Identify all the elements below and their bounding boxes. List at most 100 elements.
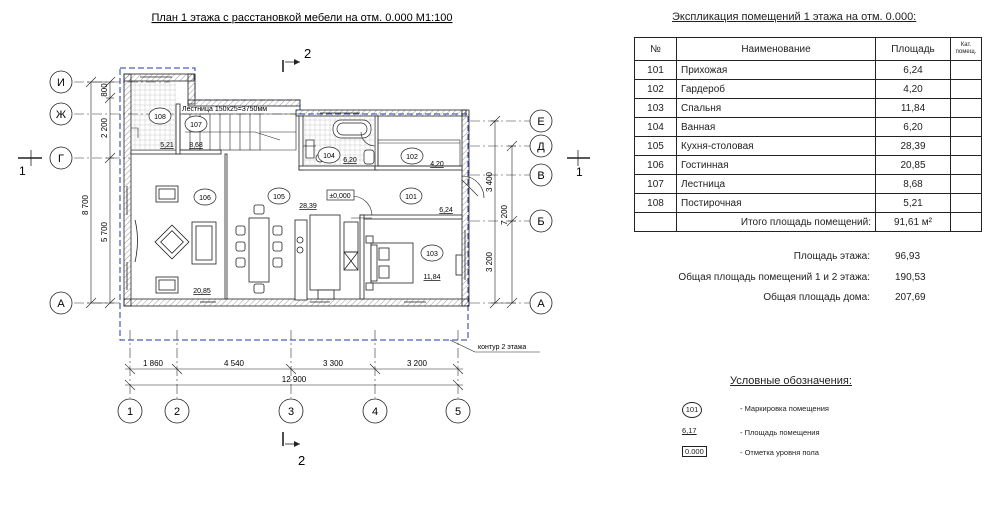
cell-area: 6,20 (875, 117, 951, 137)
section-mark-left: 1 (18, 150, 42, 178)
room-area-107: 8,68 (189, 142, 203, 149)
explication-title: Экспликация помещений 1 этажа на отм. 0.… (672, 11, 917, 23)
table-row: 101 Прихожая 6,24 (634, 60, 982, 80)
svg-text:Б: Б (537, 216, 544, 228)
section-mark-top: 2 (282, 46, 311, 72)
room-mark-105 (267, 187, 291, 205)
svg-text:107: 107 (190, 122, 202, 129)
section-mark-bottom: 2 (282, 432, 305, 468)
stair-label: Лестница 150х25=3750мм (182, 106, 267, 113)
cell-no: 106 (634, 155, 677, 175)
axis-bubbles-bottom: 1 2 3 4 5 (117, 398, 471, 424)
cell-cat (950, 174, 982, 194)
cell-no (634, 212, 677, 232)
cell-area: 20,85 (875, 155, 951, 175)
svg-text:А: А (537, 298, 545, 310)
svg-text:А: А (57, 298, 65, 310)
right-panel: Экспликация помещений 1 этажа на отм. 0.… (620, 0, 1000, 506)
cell-no: 107 (634, 174, 677, 194)
legend-item-room-area: 6,17 - Площадь помещения (682, 426, 820, 437)
svg-text:1 860: 1 860 (143, 359, 164, 368)
room-marks: 108 5,21 107 8,68 104 6,20 102 4,20 106 … (148, 107, 453, 295)
table-row: 104 Ванная 6,20 (634, 117, 982, 137)
floor-plan-drawing: План 1 этажа с расстановкой мебели на от… (18, 12, 590, 468)
table-row: 105 Кухня-столовая 28,39 (634, 136, 982, 156)
total-label: Итого площадь помещений: (676, 212, 876, 232)
cell-area: 28,39 (875, 136, 951, 156)
cell-cat (950, 212, 982, 232)
cell-area: 6,24 (875, 60, 951, 80)
room-area-101: 6,24 (439, 207, 453, 214)
floor-level-mark: ±0,000 (326, 189, 355, 201)
cell-name: Постирочная (676, 193, 876, 213)
svg-text:2: 2 (174, 406, 180, 418)
svg-text:Г: Г (58, 153, 64, 165)
cell-no: 101 (634, 60, 677, 80)
cell-cat (950, 193, 982, 213)
exterior-walls (123, 73, 470, 307)
interior-walls (130, 103, 463, 300)
cell-name: Спальня (676, 98, 876, 118)
svg-text:Е: Е (537, 116, 544, 128)
cell-area: 4,20 (875, 79, 951, 99)
svg-text:12 900: 12 900 (282, 375, 307, 384)
svg-text:102: 102 (406, 154, 418, 161)
cell-name: Лестница (676, 174, 876, 194)
svg-text:±0,000: ±0,000 (329, 193, 350, 200)
stair (179, 113, 297, 151)
room-area-106: 20,85 (193, 288, 211, 295)
table-row: 106 Гостинная 20,85 (634, 155, 982, 175)
cell-cat (950, 136, 982, 156)
room-mark-103 (420, 244, 444, 262)
legend-title: Условные обозначения: (730, 375, 852, 387)
room-area-104: 6,20 (343, 157, 357, 164)
room-area-108: 5,21 (160, 142, 174, 149)
cell-name: Гардероб (676, 79, 876, 99)
cell-name: Прихожая (676, 60, 876, 80)
table-row: 108 Постирочная 5,21 (634, 193, 982, 213)
cell-no: 105 (634, 136, 677, 156)
cell-cat (950, 117, 982, 137)
table-row: 102 Гардероб 4,20 (634, 79, 982, 99)
room-area-102: 4,20 (430, 161, 444, 168)
cell-no: 108 (634, 193, 677, 213)
svg-text:1: 1 (576, 165, 583, 179)
cell-name: Ванная (676, 117, 876, 137)
table-row: 107 Лестница 8,68 (634, 174, 982, 194)
svg-text:2 200: 2 200 (100, 117, 109, 138)
bathroom-fixtures (305, 119, 375, 165)
header-no: № (634, 37, 677, 61)
plan-title: План 1 этажа с расстановкой мебели на от… (151, 12, 452, 24)
cell-cat (950, 98, 982, 118)
svg-text:И: И (57, 77, 65, 89)
room-area-103: 11,84 (424, 274, 441, 281)
section-mark-right: 1 (567, 150, 590, 179)
contour-label: контур 2 этажа (478, 344, 526, 351)
header-cat: Кат. помещ. (950, 37, 982, 61)
svg-text:7 200: 7 200 (500, 204, 509, 225)
svg-text:5 700: 5 700 (100, 221, 109, 242)
svg-text:800: 800 (100, 83, 109, 97)
svg-text:3: 3 (288, 406, 294, 418)
windows (126, 76, 466, 303)
header-name: Наименование (676, 37, 876, 61)
svg-text:В: В (537, 170, 544, 182)
bedroom-furniture (365, 235, 463, 291)
svg-text:2: 2 (298, 453, 305, 468)
room-mark-106 (193, 188, 217, 206)
cell-area: 5,21 (875, 193, 951, 213)
svg-text:1: 1 (127, 406, 133, 418)
svg-text:4 540: 4 540 (224, 359, 245, 368)
table-row: 103 Спальня 11,84 (634, 98, 982, 118)
header-area: Площадь (875, 37, 951, 61)
doors (131, 127, 485, 219)
svg-text:104: 104 (323, 153, 335, 160)
cell-area: 8,68 (875, 174, 951, 194)
room-mark-101 (399, 187, 423, 205)
axis-bubbles-left: И Ж Г А (49, 70, 73, 315)
room-mark-107 (184, 115, 208, 133)
room-area-105: 28,39 (299, 203, 317, 210)
legend-item-room-mark: 101 - Маркировка помещения (682, 402, 829, 418)
svg-text:3 200: 3 200 (407, 359, 428, 368)
cell-no: 104 (634, 117, 677, 137)
